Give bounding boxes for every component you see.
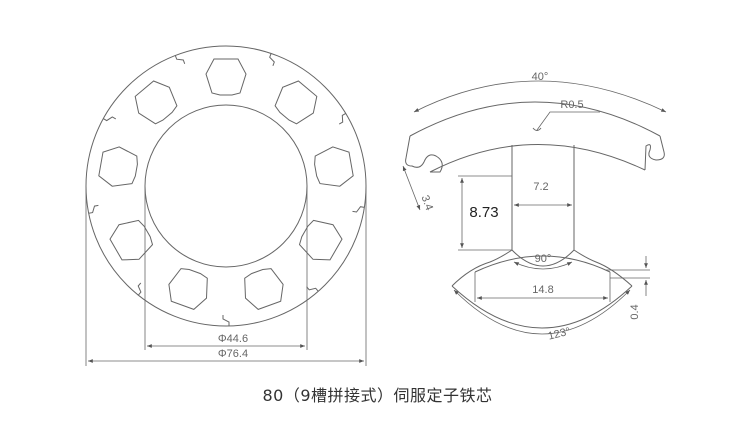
tooth-dimensions (402, 80, 667, 335)
stator-slots (98, 58, 354, 310)
tooth-segment (405, 101, 665, 329)
segment-joint (103, 116, 117, 122)
stator-slot (168, 268, 208, 310)
stator-outline (85, 45, 367, 327)
stator-slot (298, 219, 343, 261)
segment-joint (222, 315, 230, 326)
radius-leader (536, 111, 600, 131)
segment-joint (338, 112, 346, 125)
shoe-arc-dim (453, 289, 631, 335)
tooth-body (451, 145, 513, 287)
yoke-left-end (405, 135, 443, 173)
diameter-dimensions (85, 186, 367, 366)
tooth-width-label: 7.2 (533, 181, 548, 193)
segment-joint (88, 204, 99, 214)
pole-shoe-arc (451, 285, 633, 329)
yoke-outer-arc (409, 101, 661, 137)
stator-slot (98, 146, 138, 187)
shoe-width-label: 14.8 (532, 284, 553, 296)
radius-notch (532, 127, 542, 131)
yoke-right-end (644, 135, 665, 171)
yoke-thickness-label: 3.4 (419, 194, 436, 212)
yoke-thickness-dim (402, 165, 421, 211)
segment-joint (306, 286, 319, 292)
yoke-inner-arc (429, 144, 646, 173)
segment-joints (88, 53, 365, 326)
figure-caption: 80（9槽拼接式）伺服定子铁芯 (262, 386, 493, 405)
shoe-arc-label: 123° (547, 326, 572, 343)
shoe-angle-dim (513, 261, 573, 270)
outer-diameter-label: Φ76.4 (218, 348, 248, 360)
tooth-height-label: 8.73 (469, 204, 498, 221)
stator-slot (134, 80, 178, 125)
stator-outer-circle (85, 45, 367, 327)
segment-joint (174, 55, 186, 64)
stator-slot (274, 80, 318, 125)
stator-slot (314, 146, 354, 187)
stator-slot (205, 58, 247, 96)
stator-slot (109, 219, 154, 261)
shoe-tip-label: 0.4 (629, 304, 641, 319)
shoe-angle-label: 90° (535, 253, 552, 265)
inner-diameter-label: Φ44.6 (218, 333, 248, 345)
segment-joint (352, 206, 365, 213)
arc-angle-label: 40° (532, 71, 549, 83)
segment-joint (137, 282, 142, 296)
radius-label: R0.5 (560, 99, 583, 111)
segment-joint (269, 53, 275, 66)
stator-bore-circle (144, 104, 308, 268)
stator-slot (244, 268, 284, 310)
arc-angle-dim (413, 80, 667, 113)
